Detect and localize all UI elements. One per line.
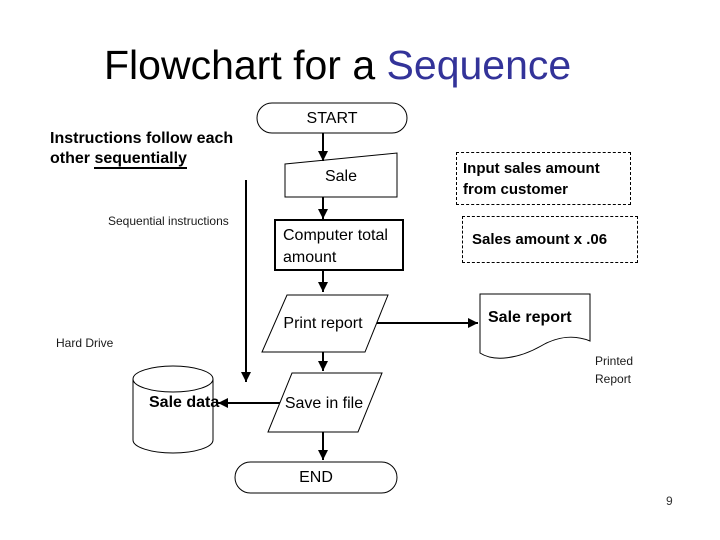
sale-data-label: Sale data	[149, 394, 220, 411]
end-terminator-shape	[234, 461, 398, 494]
print-output-shape	[261, 294, 389, 353]
instructions-note: Instructions follow each other sequentia…	[50, 129, 242, 169]
start-terminator-shape	[256, 102, 408, 134]
input-sales-note: Input sales amount from customer	[456, 152, 631, 205]
compute-process-shape	[274, 219, 404, 271]
sequential-instructions-caption: Sequential instructions	[108, 214, 229, 228]
title-accent: Sequence	[386, 42, 572, 88]
hard-drive-caption: Hard Drive	[56, 336, 114, 350]
instructions-text: Instructions follow each other	[50, 130, 234, 167]
sale-report-document-shape	[479, 293, 591, 359]
instructions-underlined-text: sequentially	[94, 150, 187, 169]
sale-report-label: Sale report	[488, 309, 572, 326]
sale-data-cylinder-top	[132, 365, 214, 393]
end-label: END	[299, 469, 333, 486]
start-label: START	[306, 110, 358, 127]
page-number: 9	[666, 494, 673, 508]
compute-process-label: Computer total amount	[283, 227, 388, 266]
printed-report-caption: Printed Report	[595, 354, 634, 386]
sales-calc-note: Sales amount x .06	[462, 216, 638, 263]
page-title: Flowchart for a Sequence	[104, 42, 571, 88]
sale-label: Sale	[324, 168, 358, 185]
sale-manual-input-shape	[284, 152, 398, 198]
print-output-label: Print report	[283, 315, 363, 332]
title-prefix: Flowchart for a	[104, 42, 387, 88]
save-output-label: Save in file	[284, 395, 364, 412]
save-output-shape	[267, 372, 383, 433]
sale-data-cylinder-body	[132, 379, 214, 454]
